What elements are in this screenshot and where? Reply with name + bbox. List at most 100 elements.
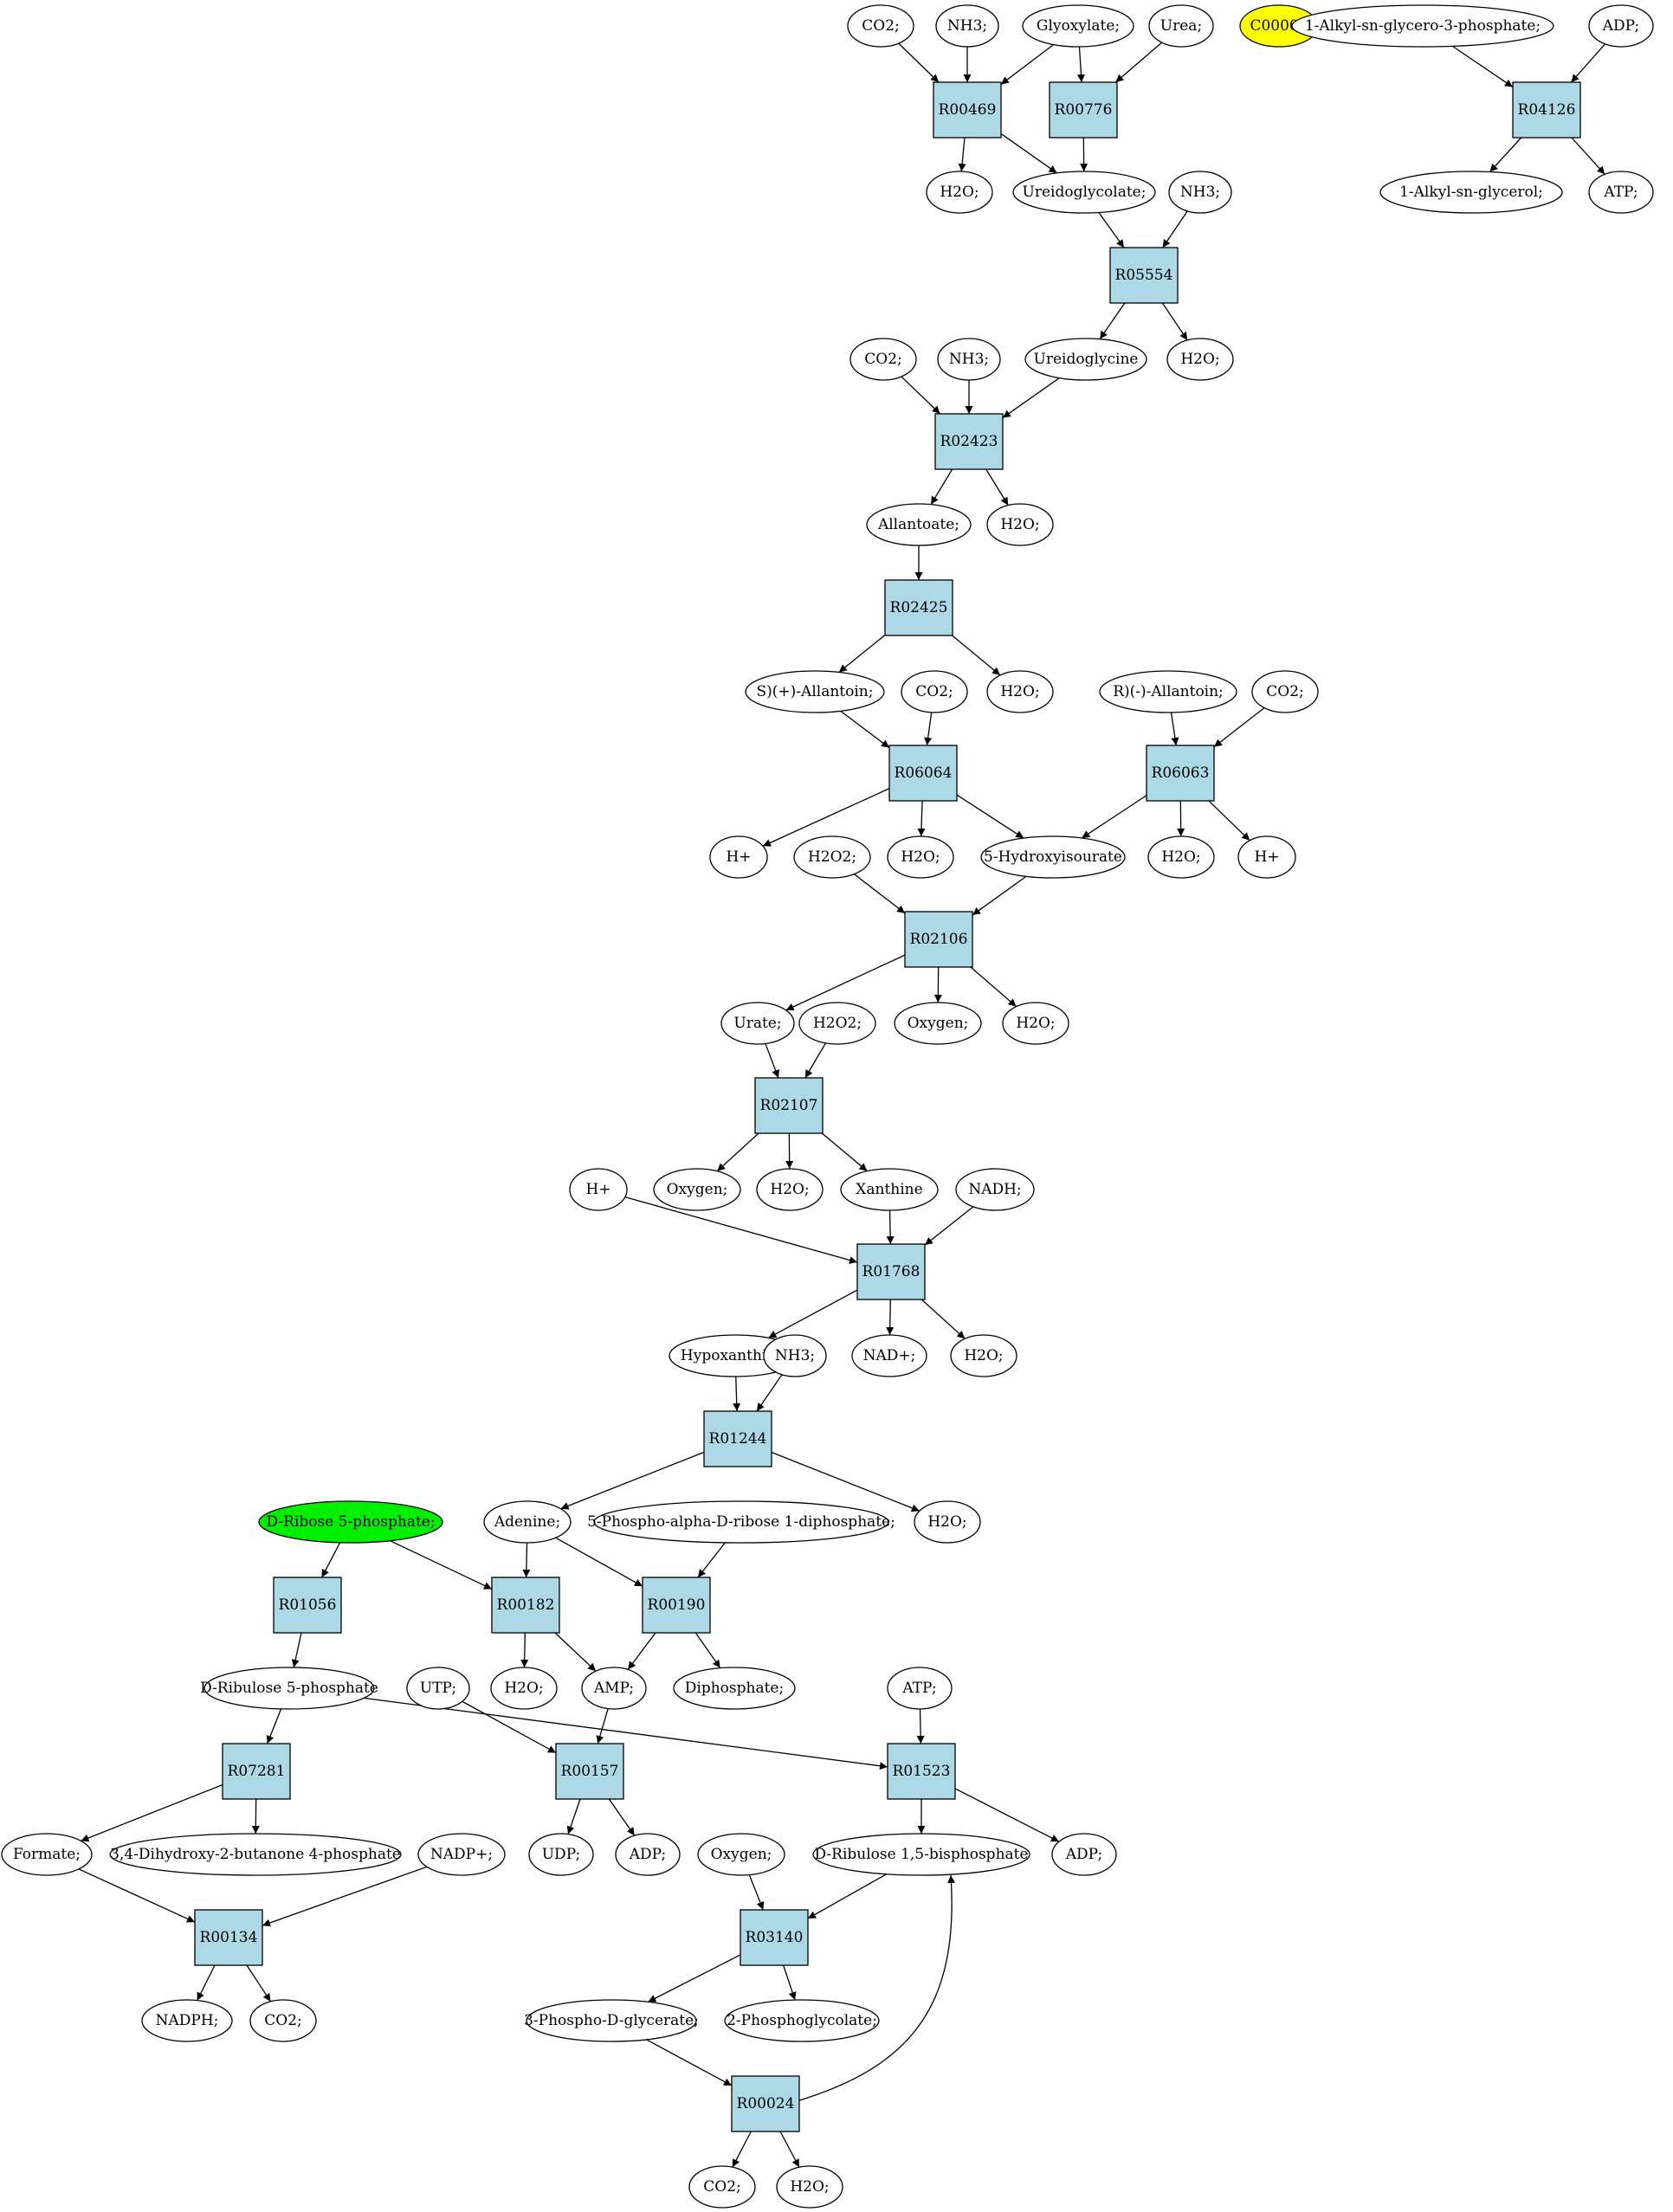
reaction-box: [491, 1577, 560, 1634]
edge-nadpplus-to-r00134: [262, 1866, 428, 1927]
edge-sallantoin-to-r06064: [840, 710, 890, 749]
compound-node-co2-2: CO2;: [849, 338, 917, 381]
node-label: R00157: [561, 1763, 619, 1780]
compound-ellipse: [812, 1833, 1030, 1876]
edge-r00024-to-co2-6: [732, 2131, 752, 2168]
reaction-node-r00024: R00024: [731, 2075, 800, 2132]
node-label: NAD+;: [863, 1347, 916, 1364]
compound-node-h2o-7: H2O;: [1002, 1002, 1069, 1045]
edge-r06064-to-h2o-5: [917, 800, 926, 837]
node-label: R02107: [760, 1097, 818, 1114]
compound-node-prpp: 5-Phospho-alpha-D-ribose 1-diphosphate;: [587, 1500, 895, 1544]
edge-co2-2-to-r02423: [901, 376, 941, 415]
node-label: NADP+;: [430, 1846, 493, 1863]
reaction-box: [904, 911, 973, 968]
compound-node-h2o-4: H2O;: [986, 670, 1054, 713]
edge-hypoxanthine-to-r01244: [733, 1376, 741, 1412]
edge-r00190-to-diphosphate: [694, 1632, 721, 1669]
compound-ellipse: [688, 2165, 756, 2209]
compound-ellipse: [417, 1833, 506, 1876]
edge-h2o2-1-to-r02106: [853, 874, 906, 914]
node-label: H2O;: [1180, 351, 1219, 368]
edge-r02423-to-allantoate: [930, 468, 953, 506]
compound-node-alkylg: 1-Alkyl-sn-glycerol;: [1379, 171, 1563, 214]
reaction-node-r00157: R00157: [555, 1743, 624, 1800]
compound-node-h2o-9: H2O;: [950, 1334, 1017, 1377]
compound-ellipse: [840, 1168, 939, 1211]
compound-node-adenine: Adenine;: [483, 1500, 572, 1544]
reaction-node-r01768: R01768: [856, 1243, 926, 1300]
compound-ellipse: [581, 1667, 647, 1710]
edge-h2o2-2-to-r02107: [804, 1042, 827, 1079]
compound-node-nh3-4: NH3;: [763, 1334, 827, 1377]
node-label: 1-Alkyl-sn-glycero-3-phosphate;: [1305, 17, 1541, 35]
compound-node-hydroxyisourate: 5-Hydroxyisourate: [980, 835, 1126, 879]
node-label: R06063: [1152, 764, 1210, 782]
compound-ellipse: [847, 4, 914, 48]
compound-node-h2o-6: H2O;: [1147, 835, 1215, 879]
compound-node-ureidoglycolate: Ureidoglycolate;: [1012, 171, 1156, 214]
compound-node-nh3-3: NH3;: [937, 338, 1001, 381]
node-label: H2O;: [927, 1513, 966, 1531]
edge-r06064-to-hydroxyisourate: [956, 794, 1024, 839]
node-label: CO2;: [862, 17, 900, 35]
node-label: CO2;: [1266, 683, 1304, 700]
edge-r03140-to-pglycolate: [783, 1964, 797, 2001]
edge-nh3-4-to-r01244: [756, 1374, 783, 1412]
reaction-node-r06064: R06064: [888, 745, 958, 802]
node-label: H2O;: [1161, 848, 1200, 866]
node-label: ATP;: [901, 1680, 936, 1697]
reaction-box: [273, 1577, 342, 1634]
compound-ellipse: [203, 1667, 375, 1710]
edge-ribulose5p-to-r01523: [364, 1697, 888, 1770]
node-label: NH3;: [947, 17, 987, 35]
compound-node-alkylgp: 1-Alkyl-sn-glycero-3-phosphate;: [1291, 4, 1554, 48]
edge-ribose5p-to-r00182: [390, 1540, 493, 1590]
compound-ellipse: [1012, 171, 1156, 214]
compound-node-rallantoin: R)(-)-Allantoin;: [1099, 670, 1237, 713]
reaction-box: [754, 1077, 824, 1134]
compound-node-adp-2: ADP;: [615, 1833, 681, 1876]
node-label: NH3;: [949, 351, 989, 368]
node-label: H2O2;: [808, 848, 856, 866]
compound-ellipse: [914, 1500, 981, 1544]
compound-node-urate: Urate;: [720, 1002, 795, 1045]
reaction-node-r01523: R01523: [887, 1743, 956, 1800]
reaction-box: [1146, 745, 1215, 802]
node-label: R00776: [1055, 101, 1113, 119]
edge-alkylgp-to-r04126: [1452, 45, 1514, 88]
compound-ellipse: [935, 4, 999, 48]
reaction-box: [555, 1743, 624, 1800]
edge-atp-2-to-r01523: [916, 1708, 925, 1744]
compound-node-xanthine: Xanthine: [840, 1168, 939, 1211]
reaction-node-r00190: R00190: [642, 1577, 711, 1634]
reaction-box: [703, 1410, 772, 1467]
edge-nadh-to-r01768: [924, 1206, 974, 1246]
compound-node-adp-3: ADP;: [1051, 1833, 1117, 1876]
reaction-node-r03140: R03140: [740, 1909, 809, 1966]
edge-glyox-to-r00776: [1076, 46, 1085, 83]
reaction-node-r05554: R05554: [1109, 247, 1179, 304]
node-label: R00024: [737, 2095, 795, 2112]
compound-ellipse: [1148, 4, 1214, 48]
edge-r01244-to-h2o-10: [771, 1451, 920, 1512]
node-label: H2O;: [790, 2178, 829, 2196]
node-label: 3,4-Dihydroxy-2-butanone 4-phosphate: [110, 1846, 401, 1863]
node-label: R02423: [940, 433, 998, 450]
edge-rubp-to-r03140: [807, 1873, 888, 1919]
edge-r00134-to-nadph: [197, 1964, 216, 2001]
reaction-box: [933, 81, 1002, 139]
node-label: UTP;: [420, 1680, 456, 1697]
compound-node-hplus-3: H+: [569, 1168, 628, 1211]
compound-ellipse: [776, 2165, 843, 2209]
compound-node-nadh: NADH;: [955, 1168, 1035, 1211]
nodes-layer: CO2;NH3;Glyoxylate;Urea;C000021-Alkyl-sn…: [1, 4, 1654, 2209]
edge-co2-4-to-r06063: [1213, 707, 1265, 748]
compound-node-nh3-2: NH3;: [1168, 171, 1232, 214]
compound-ellipse: [653, 1168, 741, 1211]
edge-r01244-to-adenine: [560, 1451, 705, 1510]
reaction-box: [1049, 81, 1118, 139]
node-label: R00469: [939, 101, 997, 119]
reaction-node-r02423: R02423: [934, 413, 1004, 470]
edge-r00024-to-rubp: [798, 1874, 956, 2101]
